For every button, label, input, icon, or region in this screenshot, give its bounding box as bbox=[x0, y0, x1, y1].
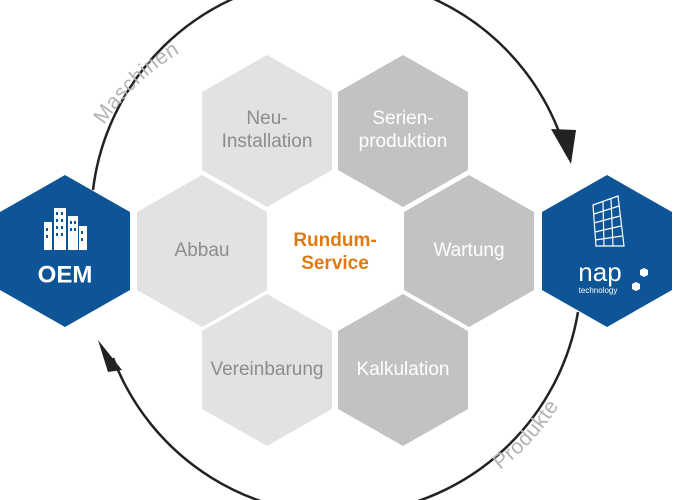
bottom-arrow-arc bbox=[111, 311, 580, 500]
hex-center-line1: Rundum- bbox=[293, 230, 376, 251]
hex-kalkulation-label: Kalkulation bbox=[357, 359, 450, 380]
hex-center-line2: Service bbox=[301, 253, 369, 274]
hex-neu-installation bbox=[202, 55, 332, 207]
node-oem bbox=[0, 175, 130, 327]
top-arrow-arc bbox=[91, 0, 564, 191]
node-nap-brand: nap bbox=[578, 257, 621, 287]
top-arrow-head-icon bbox=[551, 129, 576, 164]
node-nap-technology bbox=[542, 175, 672, 327]
nap-hex-dots-icon bbox=[632, 268, 648, 291]
hex-neu-line1: Neu- bbox=[246, 108, 287, 129]
arrow-label-top: Maschinen bbox=[89, 37, 183, 128]
hex-serien-line2: produktion bbox=[359, 131, 448, 152]
hex-serien-line1: Serien- bbox=[372, 108, 433, 129]
hex-wartung bbox=[404, 175, 534, 327]
hex-kalkulation bbox=[338, 294, 468, 446]
office-tower-icon bbox=[592, 195, 625, 247]
node-oem-label: OEM bbox=[38, 261, 93, 288]
hex-serienproduktion bbox=[338, 55, 468, 207]
factory-building-icon bbox=[44, 208, 87, 250]
node-nap-sub: technology bbox=[579, 286, 618, 295]
hex-abbau bbox=[137, 175, 267, 327]
hex-wartung-label: Wartung bbox=[433, 240, 504, 261]
bottom-arrow-head-icon bbox=[98, 340, 122, 372]
hex-neu-line2: Installation bbox=[222, 131, 313, 152]
arrow-label-bottom: Produkte bbox=[489, 395, 564, 474]
hex-vereinbarung-label: Vereinbarung bbox=[210, 359, 323, 380]
hex-abbau-label: Abbau bbox=[175, 240, 230, 261]
hex-vereinbarung bbox=[202, 294, 332, 446]
